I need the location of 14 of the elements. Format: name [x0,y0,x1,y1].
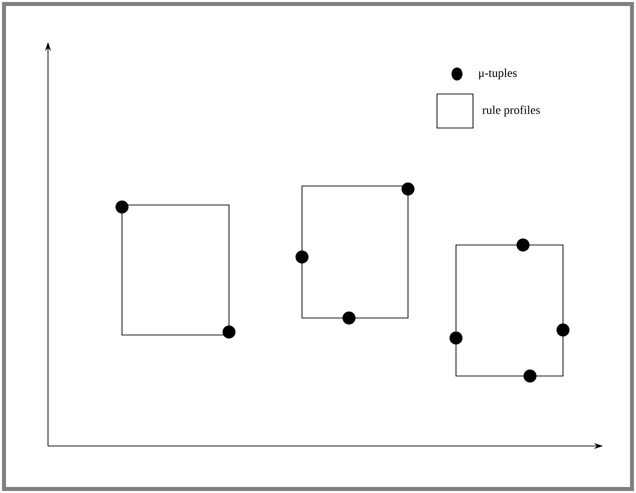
tuple-dot [516,238,530,252]
tuple-dot [450,332,462,344]
tuple-dot [402,182,414,196]
tuple-dot [556,324,570,336]
tuple-dot [342,312,356,324]
tuple-dot [524,370,536,382]
legend-label: rule profiles [482,106,540,116]
rule-profile-box [302,186,408,318]
rule-profile-box [456,244,564,376]
tuple-dot [222,326,236,338]
rule-profile-box [122,204,230,336]
tuple-dot [296,250,308,264]
legend-label: μ-tuples [479,68,517,80]
tuple-dot [116,200,128,214]
